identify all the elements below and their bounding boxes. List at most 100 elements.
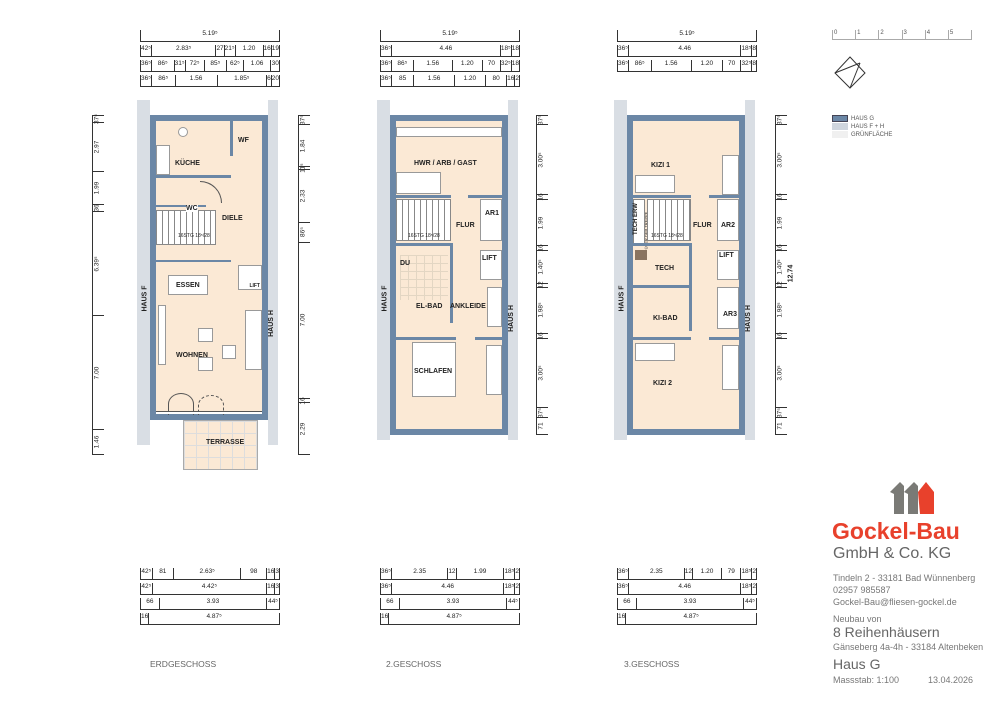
dimension-row: 5.19⁵	[140, 30, 280, 42]
dimension-value: 2	[751, 568, 757, 579]
counter	[156, 145, 170, 175]
dimension-value: 16	[537, 193, 548, 201]
dimension-value: 18⁵	[740, 583, 751, 594]
dimension-value: 16	[299, 397, 310, 404]
dimension-value: 1.46	[93, 429, 104, 455]
dimension-value: 18⁵	[740, 45, 751, 56]
legend-item: HAUS F + H	[832, 123, 892, 131]
dimension-row: 5.19⁵	[617, 30, 757, 42]
dimension-value: 27	[215, 45, 224, 56]
project-intro: Neubau von	[833, 614, 882, 624]
dimension-value: 3.00⁵	[776, 337, 787, 408]
dimension-value: 72⁵	[184, 60, 204, 71]
dimension-value: 36⁵	[617, 568, 628, 579]
floor-plan-3-geschoss: KIZI 1 TECH ERW ÜBER DER TREPPE 16STG 18…	[627, 115, 745, 435]
stairs-label: 16STG 18⁵/28	[408, 233, 440, 239]
scale-tick: 4	[924, 30, 948, 39]
neighbour-haus-f	[137, 100, 150, 445]
terrace-door	[168, 393, 194, 415]
room-label: AR3	[723, 311, 738, 318]
room-label: TECH	[655, 265, 675, 272]
dimension-value: 2.35	[627, 568, 684, 579]
dimension-value: 37⁵	[299, 115, 310, 125]
dimension-text: 1.99	[776, 216, 784, 229]
dimension-text: 2.33	[299, 189, 307, 203]
dimension-value: 1.56	[413, 75, 453, 86]
bed	[635, 175, 675, 193]
wardrobe	[722, 155, 739, 195]
dimension-value: 36⁵	[380, 45, 391, 56]
room-label: TERRASSE	[206, 439, 245, 446]
dimension-value: 66	[140, 598, 159, 609]
dimension-value: 8	[751, 60, 757, 71]
dimension-value: 37⁵	[776, 115, 787, 125]
dimension-value: 19	[270, 45, 280, 56]
neighbour-haus-f	[614, 100, 627, 440]
company-phone: 02957 985587	[833, 585, 891, 595]
dimension-value: 32⁵	[499, 60, 511, 71]
scale-bar: 0 1 2 3 4 5	[832, 30, 973, 40]
dimension-value: 7.00	[299, 241, 310, 398]
dimension-value: 4.46	[390, 45, 500, 56]
room-label: KIZI 1	[651, 162, 671, 169]
dimension-value: 36⁵	[380, 568, 391, 579]
floor-plan-2-geschoss: HWR / ARB / GAST 16STG 18⁵/28 FLUR AR1 L…	[390, 115, 508, 435]
dimension-value: 36	[93, 204, 104, 212]
scale-tick: 0	[832, 30, 855, 39]
neighbour-label: HAUS H	[744, 305, 752, 332]
dimension-value: 16	[537, 244, 548, 252]
dimension-value: 2.63⁵	[173, 568, 240, 579]
dimension-value: 36⁵	[140, 75, 151, 86]
bed	[635, 343, 675, 361]
floor-plan-erdgeschoss: KÜCHE WF 16STG 18⁵/28 WC DIELE LIFT ESSE…	[150, 115, 268, 420]
staircase	[156, 210, 216, 245]
room-label: LIFT	[719, 252, 734, 259]
dimension-value: 16	[266, 568, 274, 579]
armchair	[198, 328, 213, 342]
room-label: FLUR	[693, 222, 712, 229]
project-address: Gänseberg 4a-4h - 33184 Altenbeken	[833, 642, 984, 652]
staircase	[647, 199, 691, 241]
dimension-value: 3	[274, 583, 280, 594]
dimension-value: 1.56	[174, 75, 217, 86]
dimension-value: 11⁵	[299, 163, 310, 173]
dimension-value: 16	[262, 45, 271, 56]
neighbour-label: HAUS H	[507, 305, 515, 332]
dimension-value: 62⁵	[226, 60, 243, 71]
dimension-value: 37⁵	[776, 407, 787, 418]
dimension-text: 3.00⁵	[537, 152, 545, 168]
dimension-value: 16	[140, 613, 148, 624]
dimension-value: 1.85⁵	[216, 75, 267, 86]
dimension-value: 16	[537, 332, 548, 339]
room-label: AR2	[721, 222, 736, 229]
floor-label: ERDGESCHOSS	[150, 659, 217, 669]
room-label: ESSEN	[176, 282, 200, 289]
dimension-value: 3.00⁵	[776, 124, 787, 194]
dimension-value: 3	[274, 568, 280, 579]
dimension-value: 36⁵	[140, 60, 151, 71]
north-arrow-icon	[834, 56, 866, 89]
dimension-value: 80	[484, 75, 506, 86]
dimension-value: 86⁵	[390, 60, 413, 71]
company-logo-icon	[890, 482, 934, 514]
room-label: DU	[400, 260, 411, 267]
dimension-value: 66	[380, 598, 399, 609]
dimension-value: 2.83⁵	[150, 45, 216, 56]
dimension-text: 6.39⁵	[93, 255, 101, 272]
company-address: Tindeln 2 - 33181 Bad Wünnenberg	[833, 573, 976, 583]
dimension-text: 1.40⁵	[776, 259, 784, 275]
project-name: 8 Reihenhäusern	[833, 624, 940, 640]
shelf	[158, 305, 166, 365]
lift-shaft: LIFT	[238, 265, 262, 290]
scale-tick: 5	[947, 30, 973, 39]
dimension-value: 18	[510, 60, 520, 71]
dimension-value: 18⁵	[503, 568, 514, 579]
